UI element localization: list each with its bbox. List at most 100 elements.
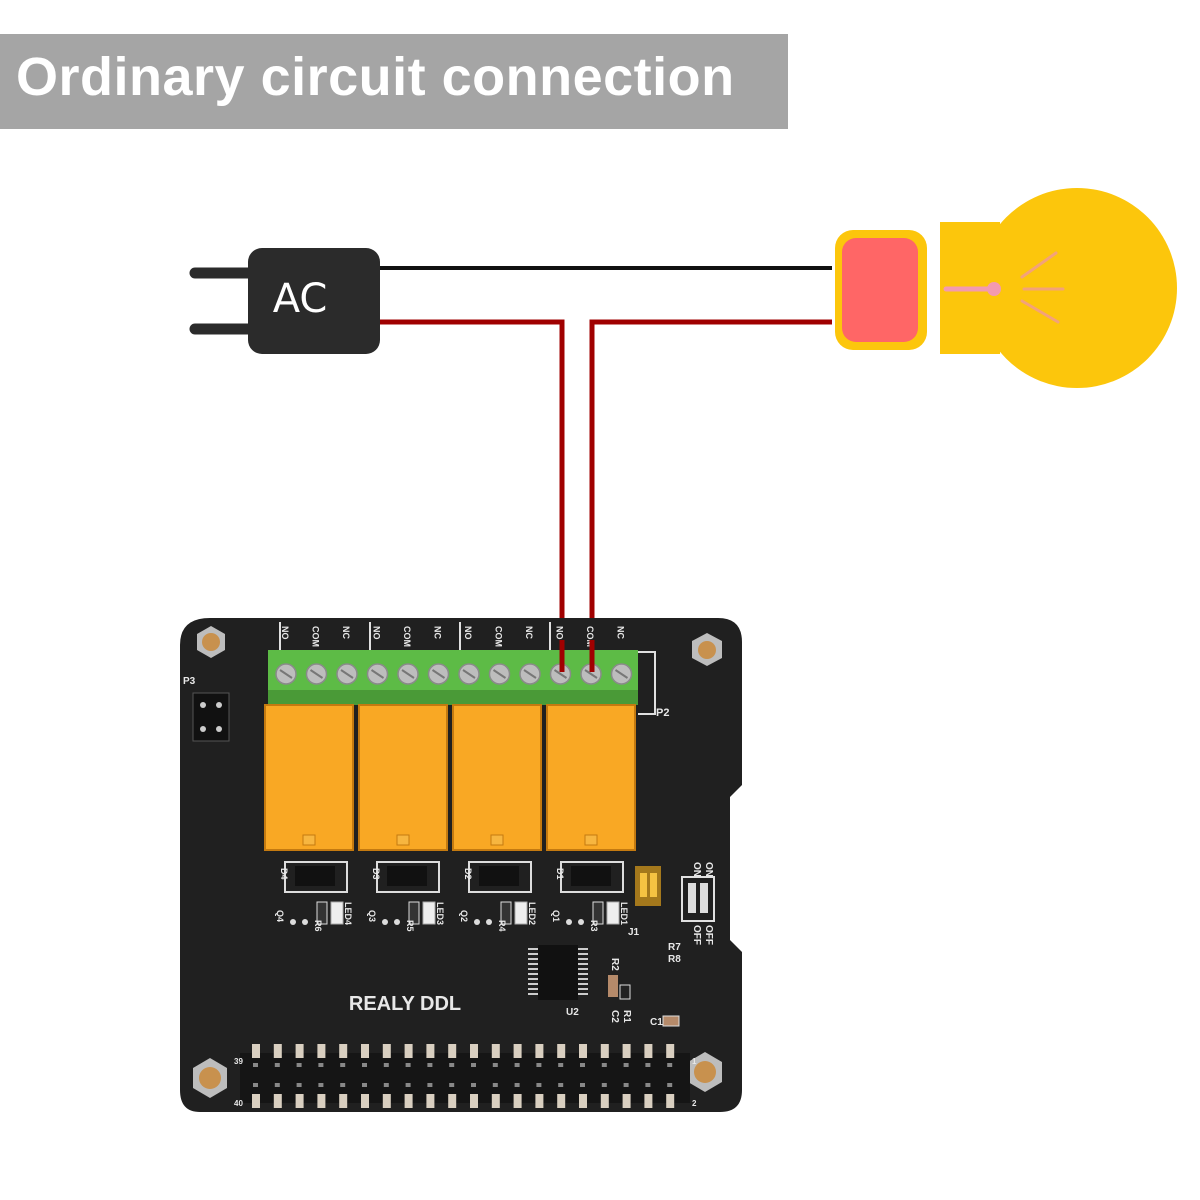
led-label: LED2 (527, 902, 537, 925)
on-label: ON (703, 862, 714, 877)
terminal-label: NC (341, 626, 351, 639)
c1-label: C1 (650, 1017, 663, 1028)
gpio-pin (426, 1094, 435, 1108)
relay (452, 704, 542, 851)
gpio-pin (273, 1094, 282, 1108)
gpio-pin (295, 1044, 304, 1058)
r1-label: R1 (621, 1010, 632, 1023)
terminal-label: COM (494, 626, 504, 647)
diode-footprint (468, 861, 532, 893)
diode-footprint (376, 861, 440, 893)
bulb-globe (977, 188, 1177, 388)
resistor-label: R5 (405, 920, 415, 932)
gpio-pin (644, 1044, 653, 1058)
relay-to-bulb-wire (589, 319, 832, 672)
gpio-pin (404, 1044, 413, 1058)
gpio-pin (579, 1044, 587, 1058)
off-label: OFF (691, 925, 702, 945)
gpio-pin (557, 1094, 566, 1108)
diode (387, 866, 427, 886)
live-wire-to-relay (380, 319, 565, 672)
mounting-screw-icon (193, 1058, 227, 1098)
gpio-pin (339, 1044, 348, 1058)
led (330, 901, 344, 925)
r8-label: R8 (668, 954, 681, 965)
gpio-pin (491, 1094, 500, 1108)
diode-label: D2 (463, 868, 473, 880)
p2-label: P2 (656, 707, 669, 719)
gpio-pin (600, 1094, 609, 1108)
terminal-label: NO (555, 626, 565, 640)
bulb-socket (842, 238, 918, 342)
p3-label: P3 (183, 676, 196, 687)
light-ray (1020, 299, 1060, 324)
gpio-pin (317, 1094, 326, 1108)
off-label: OFF (703, 925, 714, 945)
gpio-pin (535, 1044, 544, 1058)
light-ray (1020, 251, 1058, 279)
gpio-pin-2-label: 2 (692, 1099, 697, 1108)
gpio-pin (426, 1044, 435, 1058)
led (422, 901, 436, 925)
title-banner: Ordinary circuit connection (0, 34, 788, 129)
terminal-label: COM (402, 626, 412, 647)
gpio-pin-40-label: 40 (234, 1099, 243, 1108)
gpio-pin (252, 1094, 260, 1108)
mounting-screw-icon (688, 1052, 722, 1092)
diode-footprint (560, 861, 624, 893)
terminal-label: NC (616, 626, 626, 639)
led-label: LED1 (619, 902, 629, 925)
c2-label: C2 (609, 1010, 620, 1023)
gpio-pin (448, 1044, 457, 1058)
dip-switch[interactable] (635, 866, 661, 906)
j1-label: J1 (628, 927, 640, 938)
gpio-pin (470, 1044, 478, 1058)
gpio-pin (600, 1044, 609, 1058)
mounting-screw-icon (692, 633, 722, 666)
terminal-label: COM (311, 626, 321, 647)
led-label: LED4 (343, 902, 353, 925)
diode-footprint (284, 861, 348, 893)
board-name: REALY DDL (349, 993, 461, 1015)
resistor (500, 901, 512, 925)
diode-label: D1 (555, 868, 565, 880)
gpio-pin (644, 1094, 653, 1108)
gpio-pin (382, 1094, 391, 1108)
gpio-pin (382, 1044, 391, 1058)
gpio-pin (491, 1044, 500, 1058)
gpio-pin (622, 1044, 631, 1058)
gpio-pin (557, 1044, 566, 1058)
light-bulb-icon (835, 188, 1177, 388)
gpio-pin-1-label: 1 (692, 1057, 697, 1066)
diode (571, 866, 611, 886)
gpio-pin (579, 1094, 587, 1108)
terminal-label: COM (585, 626, 595, 647)
terminal-label: NC (524, 626, 534, 639)
ac-label: AC (273, 276, 328, 322)
diode-label: D4 (279, 868, 289, 880)
gpio-pin (535, 1094, 544, 1108)
terminal-label: NO (463, 626, 473, 640)
r2-label: R2 (609, 958, 620, 971)
diagram-title: Ordinary circuit connection (16, 47, 735, 107)
mounting-screw-icon (197, 626, 225, 658)
transistor-label: Q1 (551, 910, 561, 922)
gpio-pin (273, 1044, 282, 1058)
gpio-pin (470, 1094, 478, 1108)
gpio-pin (361, 1094, 369, 1108)
relay (546, 704, 636, 851)
terminal-label: NO (372, 626, 382, 640)
resistor-label: R3 (589, 920, 599, 932)
gpio-pin (295, 1094, 304, 1108)
diode-label: D3 (371, 868, 381, 880)
gpio-pin (513, 1094, 522, 1108)
switch-legend (681, 876, 715, 922)
on-label: ON (691, 862, 702, 877)
terminal-label: NC (433, 626, 443, 639)
diode (479, 866, 519, 886)
u2-chip (538, 945, 578, 1000)
resistor-label: R4 (497, 920, 507, 932)
resistor (592, 901, 604, 925)
resistor (408, 901, 420, 925)
